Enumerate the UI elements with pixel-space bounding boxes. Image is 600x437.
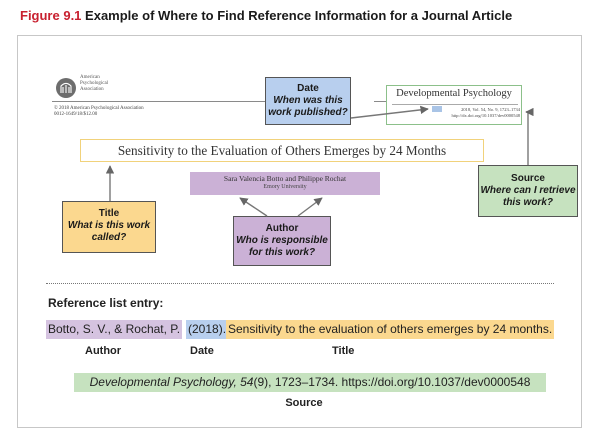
copyright-notice: © 2018 American Psychological Associatio… [54,106,144,118]
entry-title: Sensitivity to the evaluation of others … [226,320,555,339]
section-divider [46,283,554,284]
caption-date: Date [190,345,214,357]
source-callout: Source Where can I retrieve this work? [478,165,578,217]
date-highlight [432,106,442,112]
journal-citation: 2018, Vol. 54, No. 9, 1723–1734 http://d… [396,107,520,118]
title-callout: Title What is this work called? [62,201,156,253]
callout-question: When was this work published? [268,95,348,118]
article-title: Sensitivity to the Evaluation of Others … [117,143,447,158]
author-callout: Author Who is responsible for this work? [233,216,331,266]
figure-number: Figure 9.1 [20,8,82,23]
journal-divider [392,104,518,105]
article-affiliation: Emory University [263,184,307,190]
copyright-line: 0012-1649/18/$12.00 [54,112,98,117]
callout-head: Source [511,173,545,184]
reference-label: Reference list entry: [48,296,164,310]
publisher-line: Psychological [80,81,109,86]
article-title-box [80,139,484,162]
entry-source: Developmental Psychology, 54(9), 1723–17… [74,373,546,392]
author-band [190,172,380,195]
entry-source-rest: (9), 1723–1734. https://doi.org/10.1037/… [253,375,531,389]
entry-date: (2018). [186,320,229,339]
header-rule [374,101,386,102]
date-callout: Date When was this work published? [265,77,351,125]
figure-title: Figure 9.1 Example of Where to Find Refe… [20,8,512,23]
article-authors: Sara Valencia Botto and Philippe Rochat [223,174,347,183]
callout-question: What is this work called? [67,220,151,243]
figure-caption: Example of Where to Find Reference Infor… [85,8,513,23]
entry-source-journal: Developmental Psychology, 54 [89,375,254,389]
header-rule [52,101,274,102]
callout-head: Date [297,83,319,94]
caption-title: Title [332,345,355,357]
publisher-line: Association [80,87,104,92]
callout-question: Who is responsible for this work? [236,235,328,258]
journal-name: Developmental Psychology [396,88,512,99]
callout-head: Author [265,223,299,234]
apa-logo-icon [56,78,76,98]
callout-question: Where can I retrieve this work? [480,185,576,208]
publisher-name: American Psychological Association [80,75,108,93]
publisher-line: American [80,75,100,80]
callout-head: Title [98,208,120,219]
citation-line: 2018, Vol. 54, No. 9, 1723–1734 [461,107,520,112]
caption-source: Source [285,397,323,409]
entry-author: Botto, S. V., & Rochat, P. [46,320,183,339]
caption-author: Author [85,345,122,357]
copyright-line: © 2018 American Psychological Associatio… [54,106,144,111]
citation-line: http://dx.doi.org/10.1037/dev0000548 [451,112,520,118]
